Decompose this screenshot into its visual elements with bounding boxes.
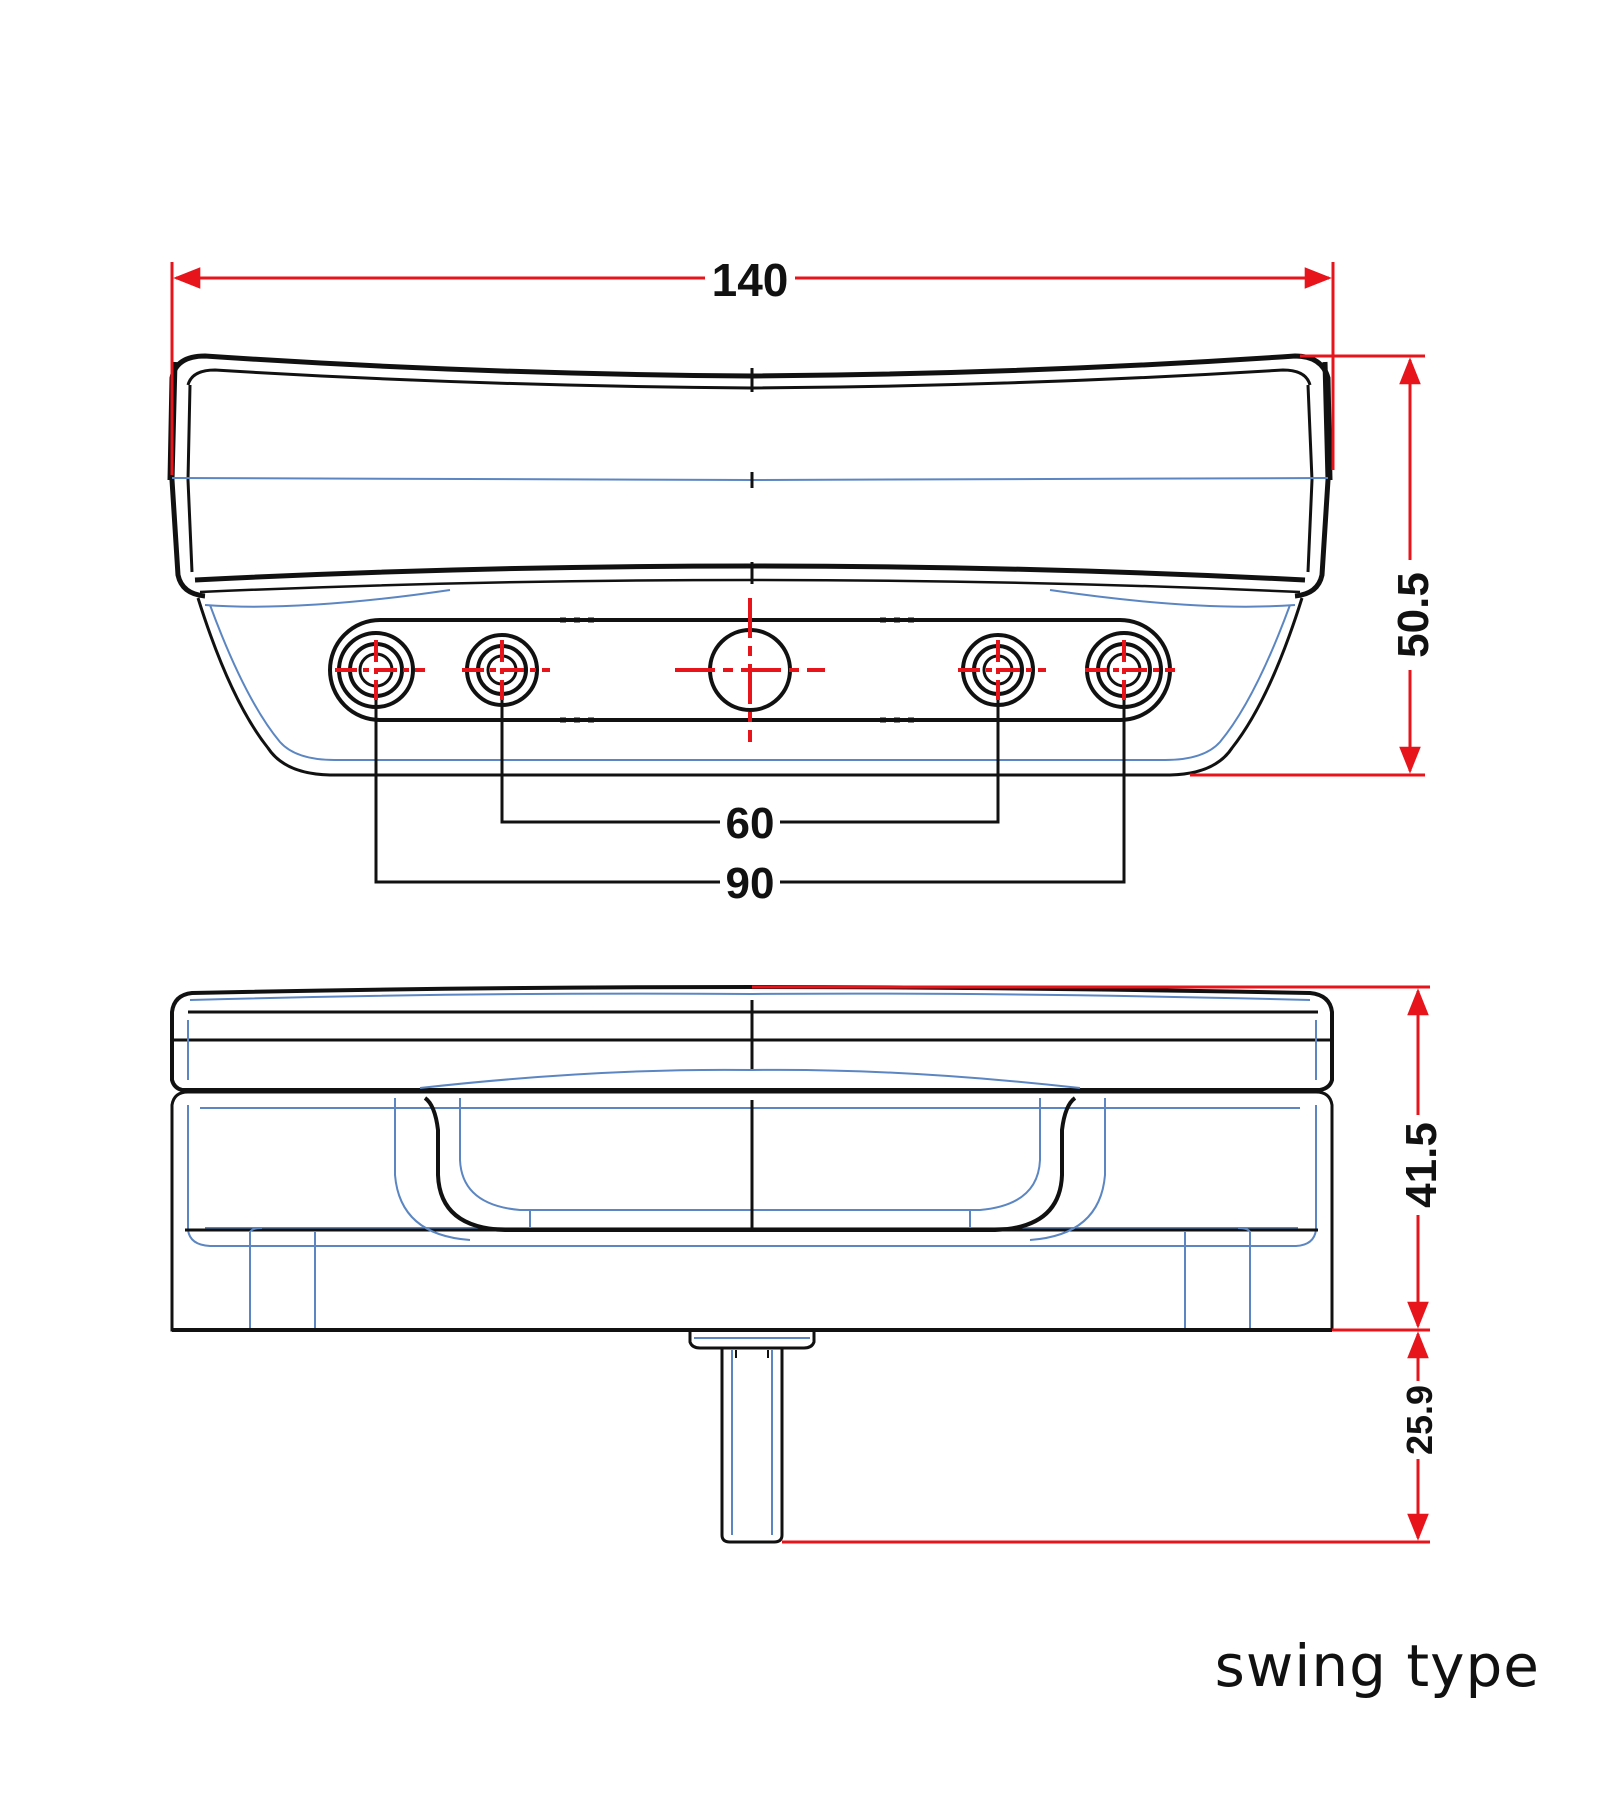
front-housing-detail bbox=[209, 604, 1291, 761]
dim-side-height: 41.5 bbox=[752, 985, 1448, 1332]
side-housing-outline bbox=[170, 1090, 1334, 1332]
dim-label-25-9: 25.9 bbox=[1399, 1385, 1440, 1455]
dim-label-60: 60 bbox=[726, 799, 775, 848]
front-lens-outline bbox=[167, 353, 1333, 481]
front-view: 60 90 bbox=[167, 353, 1333, 910]
front-lens-right-side bbox=[1294, 361, 1331, 599]
dim-label-41-5: 41.5 bbox=[1397, 1122, 1446, 1208]
front-lens-inner-top bbox=[186, 368, 1312, 390]
dim-label-140: 140 bbox=[712, 254, 789, 306]
dim-label-90: 90 bbox=[726, 859, 775, 908]
caption: swing type bbox=[1214, 1632, 1540, 1700]
front-housing-outline bbox=[196, 597, 1304, 777]
dim-overall-width: 140 bbox=[170, 252, 1335, 475]
front-lens-midline bbox=[171, 477, 1329, 482]
hole-center-marks bbox=[335, 598, 1175, 742]
dim-line-60 bbox=[500, 700, 1000, 824]
dim-label-50-5: 50.5 bbox=[1389, 572, 1438, 658]
dim-front-height: 50.5 bbox=[1190, 354, 1440, 777]
swing-recess bbox=[423, 1096, 1077, 1232]
front-lens-bottom bbox=[194, 563, 1306, 583]
mounting-stud bbox=[688, 1330, 816, 1544]
side-view bbox=[170, 984, 1334, 1544]
dim-stud-length: 25.9 bbox=[782, 1331, 1442, 1544]
dim-line-90 bbox=[374, 700, 1126, 884]
front-lens-left-side bbox=[169, 361, 206, 599]
